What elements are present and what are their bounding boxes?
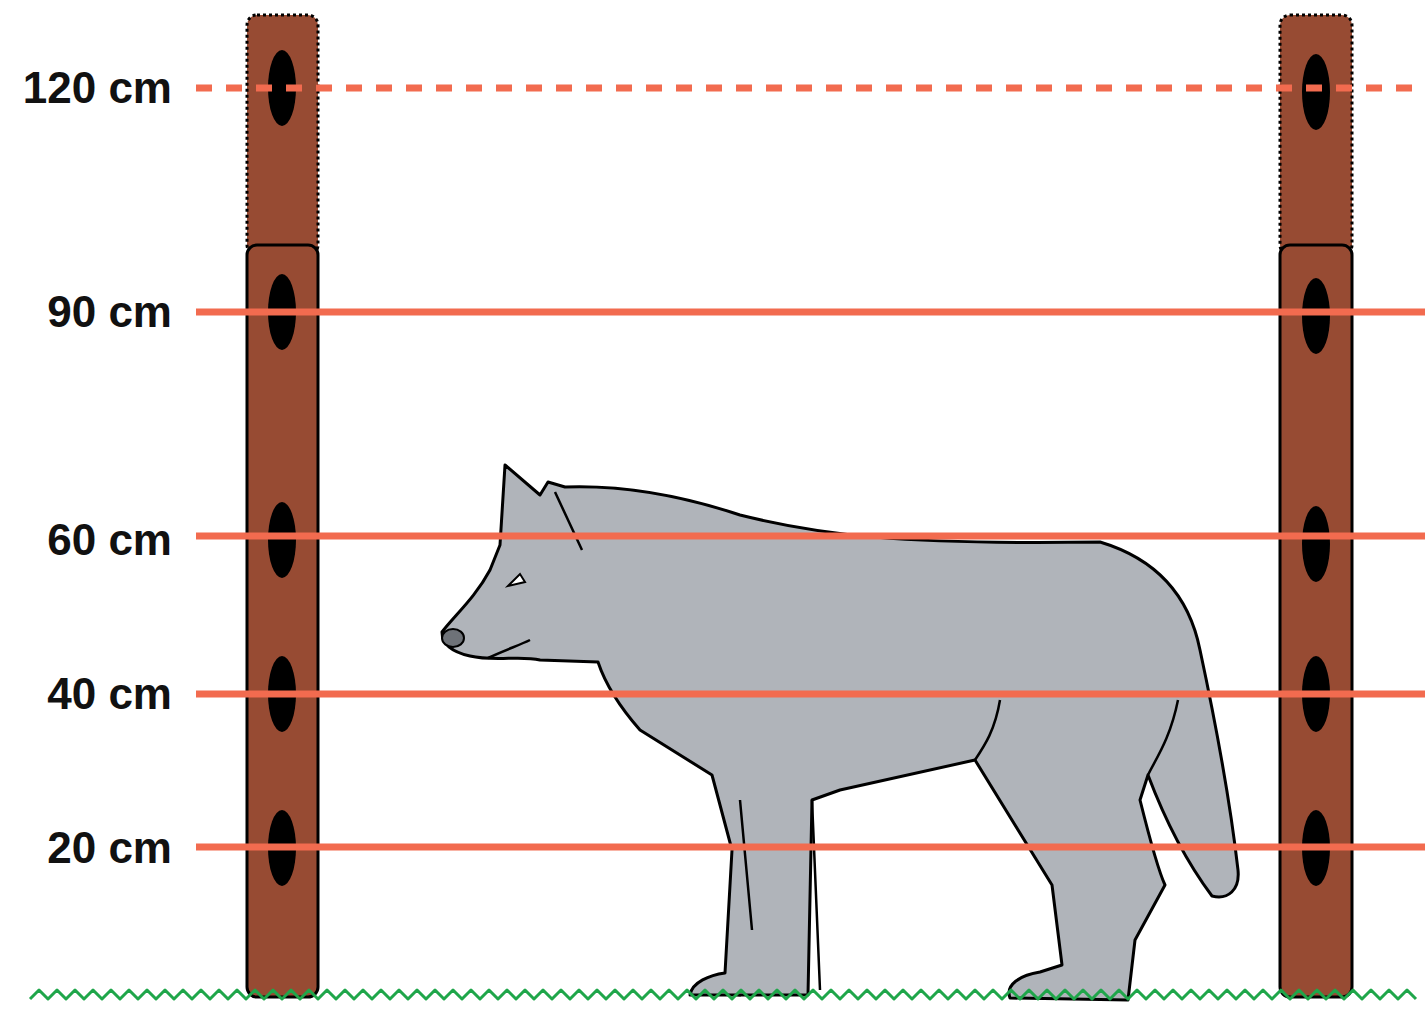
wire (196, 844, 1425, 851)
height-label: 40 cm (47, 672, 172, 716)
wolf-figure (442, 465, 1238, 1000)
grass-line (30, 990, 1416, 999)
wolf-details (488, 492, 1178, 990)
grass (30, 990, 1416, 999)
post-extension (1280, 15, 1352, 255)
post (247, 245, 318, 997)
height-label: 90 cm (47, 290, 172, 334)
height-label: 120 cm (23, 66, 172, 110)
wolf-body (442, 465, 1238, 1000)
post (1280, 245, 1352, 997)
wolf-nose (442, 629, 464, 647)
wolf-eye (508, 574, 525, 586)
post-extension (247, 15, 318, 255)
optional-wire (196, 85, 1425, 92)
wire (196, 309, 1425, 316)
height-label: 20 cm (47, 826, 172, 870)
wire (196, 533, 1425, 540)
height-label: 60 cm (47, 518, 172, 562)
wire (196, 691, 1425, 698)
insulator-holes (268, 50, 1330, 886)
fence-wires (196, 88, 1425, 847)
